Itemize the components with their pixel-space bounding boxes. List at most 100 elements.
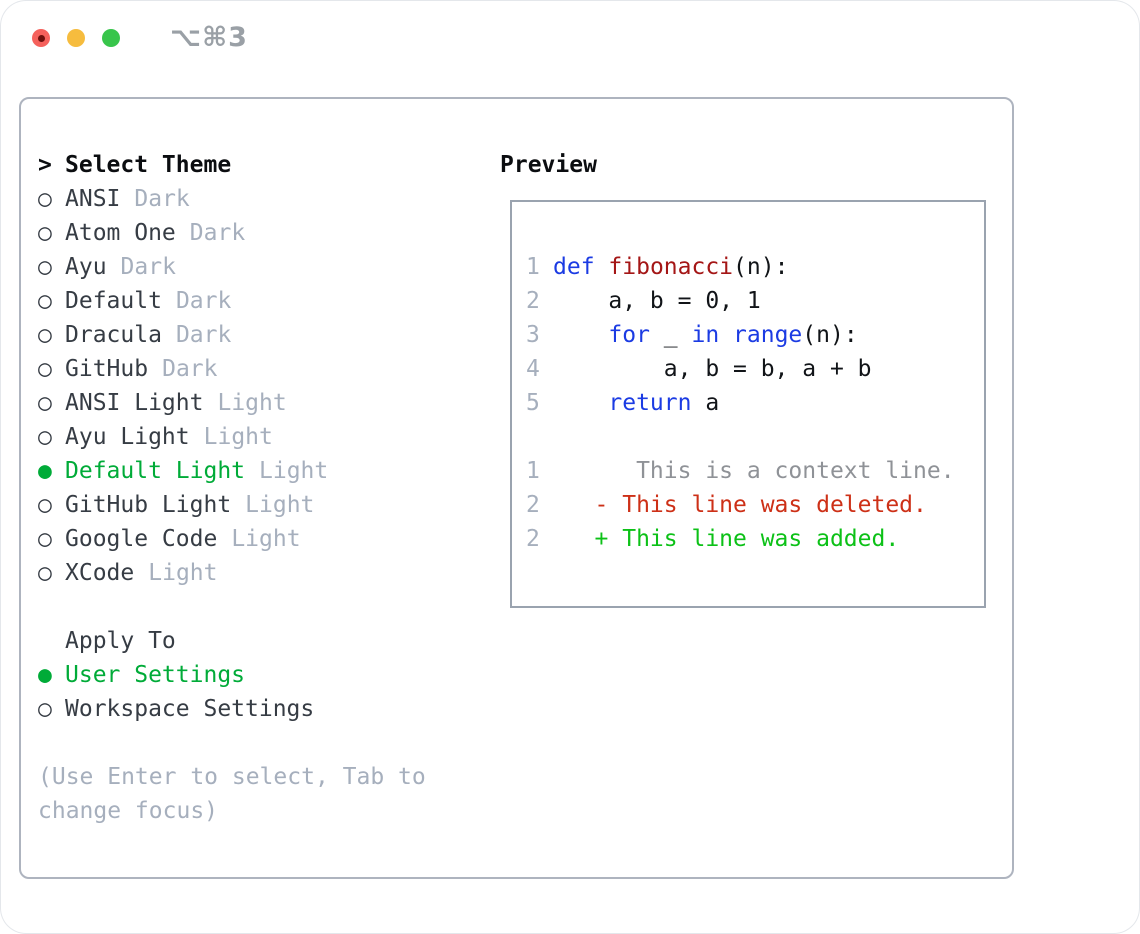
apply-option-label: Workspace Settings <box>65 696 315 722</box>
code-line: 1 This is a context line. <box>526 454 984 488</box>
theme-option-google-code[interactable]: ○ Google Code Light <box>38 522 426 556</box>
titlebar: ⌥⌘3 <box>32 22 248 53</box>
selected-radio-icon: ● <box>38 458 52 484</box>
radio-icon: ○ <box>38 560 52 586</box>
theme-name: Ayu <box>65 254 107 280</box>
theme-option-xcode[interactable]: ○ XCode Light <box>38 556 426 590</box>
apply-to-header-label: Apply To <box>65 628 176 654</box>
token-keyword: return <box>608 390 692 416</box>
theme-variant-tag: Dark <box>120 254 176 280</box>
apply-option-user-settings[interactable]: ● User Settings <box>38 658 426 692</box>
theme-variant-tag: Light <box>245 492 315 518</box>
radio-icon: ○ <box>38 492 52 518</box>
token-plain: a, b = b, a + b <box>553 356 872 382</box>
token-plain: a, b = 0, 1 <box>553 288 761 314</box>
radio-icon: ○ <box>38 254 52 280</box>
theme-name: Atom One <box>65 220 176 246</box>
select-theme-header-label: Select Theme <box>65 152 232 178</box>
theme-name: Default Light <box>65 458 246 484</box>
token-keyword: for <box>608 322 650 348</box>
line-number: 5 <box>526 390 540 416</box>
focus-caret-icon: > <box>38 152 52 178</box>
zoom-button[interactable] <box>102 29 120 47</box>
theme-option-default[interactable]: ○ Default Dark <box>38 284 426 318</box>
code-line <box>526 420 984 454</box>
theme-variant-tag: Light <box>148 560 218 586</box>
radio-icon: ○ <box>38 186 52 212</box>
theme-variant-tag: Dark <box>175 288 232 314</box>
hint-line: change focus) <box>38 798 219 824</box>
theme-option-ayu[interactable]: ○ Ayu Dark <box>38 250 426 284</box>
window-title: ⌥⌘3 <box>170 22 248 53</box>
token-function: fibonacci <box>608 254 734 280</box>
theme-option-default-light[interactable]: ● Default Light Light <box>38 454 426 488</box>
token-plain <box>595 254 609 280</box>
theme-name: Ayu Light <box>65 424 190 450</box>
select-theme-header: > Select Theme <box>38 148 426 182</box>
spacer-row <box>38 726 426 760</box>
theme-variant-tag: Dark <box>134 186 190 212</box>
line-number: 2 <box>526 492 540 518</box>
apply-to-list: ● User Settings ○ Workspace Settings <box>38 658 426 726</box>
minimize-button[interactable] <box>67 29 85 47</box>
theme-option-atom-one[interactable]: ○ Atom One Dark <box>38 216 426 250</box>
token-keyword: in <box>691 322 720 348</box>
radio-icon: ○ <box>38 356 52 382</box>
theme-name: ANSI <box>65 186 121 212</box>
line-number: 2 <box>526 288 540 314</box>
token-deleted: - This line was deleted. <box>553 492 927 518</box>
radio-icon: ○ <box>38 322 52 348</box>
token-plain <box>719 322 733 348</box>
radio-icon: ○ <box>38 526 52 552</box>
radio-icon: ○ <box>38 288 52 314</box>
code-line: 4 a, b = b, a + b <box>526 352 984 386</box>
token-added: + This line was added. <box>553 526 900 552</box>
token-plain <box>553 390 608 416</box>
code-line: 2 - This line was deleted. <box>526 488 984 522</box>
token-context: This is a context line. <box>553 458 955 484</box>
theme-variant-tag: Light <box>203 424 273 450</box>
theme-variant-tag: Dark <box>189 220 246 246</box>
theme-variant-tag: Light <box>217 390 287 416</box>
spacer-row <box>38 590 426 624</box>
token-plain: (n): <box>802 322 858 348</box>
theme-variant-tag: Light <box>259 458 329 484</box>
unsaved-dot-icon <box>37 34 45 42</box>
selected-radio-icon: ● <box>38 662 52 688</box>
radio-icon: ○ <box>38 424 52 450</box>
line-number: 1 <box>526 458 540 484</box>
token-keyword: range <box>733 322 803 348</box>
line-number: 2 <box>526 526 540 552</box>
theme-option-ansi[interactable]: ○ ANSI Dark <box>38 182 426 216</box>
theme-variant-tag: Light <box>231 526 301 552</box>
radio-icon: ○ <box>38 696 52 722</box>
theme-option-ayu-light[interactable]: ○ Ayu Light Light <box>38 420 426 454</box>
apply-to-header: Apply To <box>38 624 426 658</box>
line-number: 4 <box>526 356 540 382</box>
line-number: 3 <box>526 322 540 348</box>
token-plain <box>553 322 608 348</box>
preview-header: Preview <box>500 152 597 178</box>
theme-name: XCode <box>65 560 135 586</box>
theme-name: Default <box>65 288 162 314</box>
theme-name: Google Code <box>65 526 218 552</box>
apply-option-label: User Settings <box>65 662 246 688</box>
theme-name: GitHub <box>65 356 149 382</box>
code-line: 3 for _ in range(n): <box>526 318 984 352</box>
radio-icon: ○ <box>38 220 52 246</box>
apply-option-workspace-settings[interactable]: ○ Workspace Settings <box>38 692 426 726</box>
line-number: 1 <box>526 254 540 280</box>
close-button[interactable] <box>32 29 50 47</box>
radio-icon: ○ <box>38 390 52 416</box>
